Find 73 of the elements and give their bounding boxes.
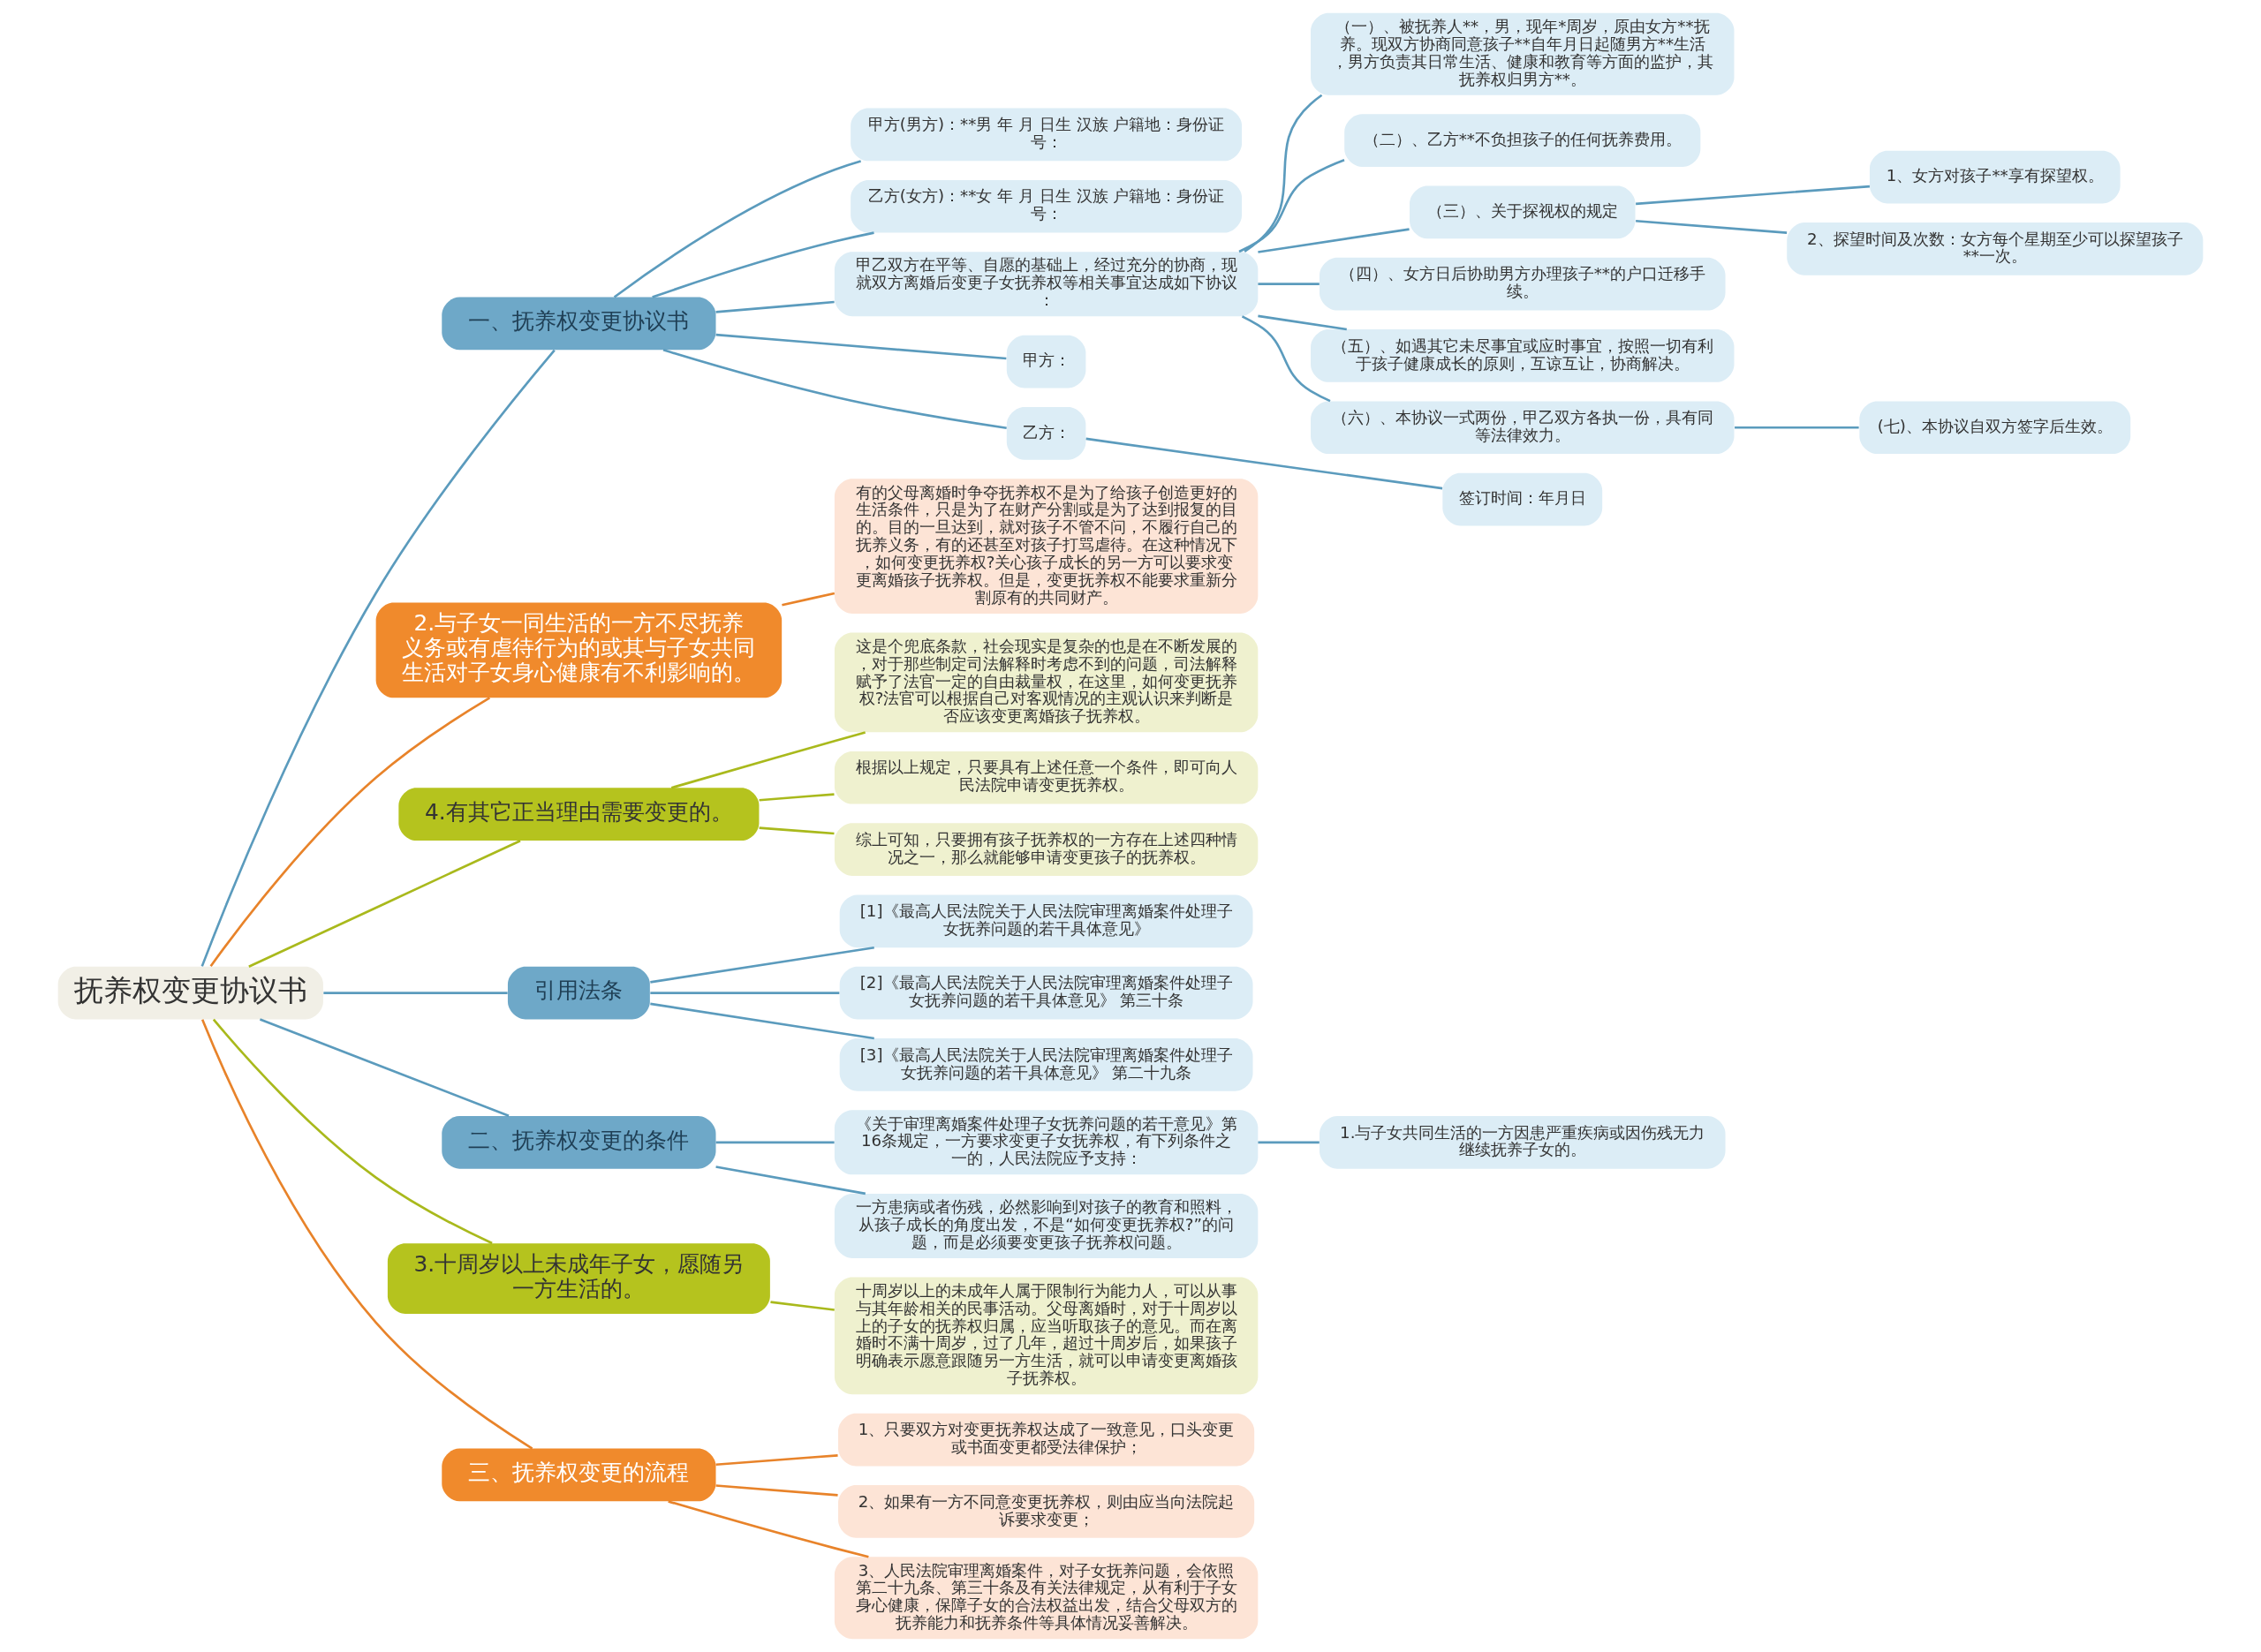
connector bbox=[662, 349, 1007, 430]
node-box: （六）、本协议一式两份，甲乙双方各执一份，具有同等法律效力。 bbox=[1311, 401, 1735, 455]
node-box: 综上可知，只要拥有孩子抚养权的一方存在上述四种情况之一，那么就能够申请变更孩子的抚养权。 bbox=[834, 823, 1259, 876]
connector bbox=[668, 1500, 869, 1558]
connector bbox=[715, 1141, 835, 1144]
node-box: 4.有其它正当理由需要变更的。 bbox=[398, 788, 760, 841]
node-box: （五）、如遇其它未尽事宜或应时事宜，按照一切有利于孩子健康成长的原则，互谅互让，协商解决。 bbox=[1311, 329, 1735, 382]
node-box: 1、女方对孩子**享有探望权。 bbox=[1869, 150, 2121, 204]
connector bbox=[212, 1018, 493, 1245]
node-box: [3]《最高人民法院关于人民法院审理离婚案件处理子女抚养问题的若干具体意见》 第二十九条 bbox=[839, 1038, 1253, 1091]
connector bbox=[715, 1454, 838, 1467]
connector bbox=[759, 793, 835, 802]
connector bbox=[652, 231, 874, 298]
connector bbox=[715, 1165, 866, 1196]
node-box: 2、如果有一方不同意变更抚养权，则由应当向法院起诉要求变更； bbox=[838, 1485, 1255, 1538]
connector bbox=[650, 992, 840, 994]
connector bbox=[715, 333, 1007, 360]
node-box: 有的父母离婚时争夺抚养权不是为了给孩子创造更好的生活条件，只是为了在财产分割或是为了达到报复的目的。目的一旦达到，就对孩子不管不问，不履行自己的抚养义务，有的还甚至对孩子打骂虐待。在这种情况下，如何变更抚养权?关心孩子成长的另一方可以要求变更离婚孩子抚养权。但是，变更抚养权不能要求重新分割原有的共同财产。 bbox=[834, 479, 1259, 614]
connector bbox=[1258, 283, 1320, 285]
node-box: 甲方(男方)：**男 年 月 日生 汉族 户籍地：身份证号： bbox=[851, 108, 1243, 162]
node-box: 十周岁以上的未成年人属于限制行为能力人，可以从事与其年龄相关的民事活动。父母离婚时，对于十周岁以上的子女的抚养权归属，应当听取孩子的意见。而在离婚时不满十周岁，过了几年，超过十周岁后，如果孩子明确表示愿意跟随另一方生活，就可以申请变更离婚孩子抚养权。 bbox=[834, 1277, 1259, 1395]
node-box: 签订时间：年月日 bbox=[1442, 472, 1603, 526]
connector bbox=[1241, 315, 1331, 403]
node-box: [2]《最高人民法院关于人民法院审理离婚案件处理子女抚养问题的若干具体意见》 第三十条 bbox=[839, 966, 1253, 1020]
connector bbox=[782, 592, 836, 607]
connector bbox=[1238, 158, 1345, 253]
node-box: 一、抚养权变更协议书 bbox=[442, 297, 716, 351]
connector bbox=[715, 300, 835, 313]
connector bbox=[1636, 185, 1871, 206]
node-box: （四）、女方日后协助男方办理孩子**的户口迁移手续。 bbox=[1320, 257, 1726, 311]
connector bbox=[670, 731, 866, 789]
node-box: 乙方： bbox=[1006, 407, 1086, 460]
node-box: 根据以上规定，只要具有上述任意一个条件，即可向人民法院申请变更抚养权。 bbox=[834, 751, 1259, 804]
connector bbox=[650, 1002, 874, 1040]
node-box: 一方患病或者伤残，必然影响到对孩子的教育和照料，从孩子成长的角度出发，不是“如何变更抚养权?”的问题，而是必须要变更孩子抚养权问题。 bbox=[834, 1193, 1259, 1258]
node-box: 3.十周岁以上未成年子女，愿随另一方生活的。 bbox=[387, 1243, 770, 1314]
node-box: 乙方(女方)：**女 年 月 日生 汉族 户籍地：身份证号： bbox=[851, 179, 1243, 233]
connector bbox=[1258, 314, 1347, 331]
node-box: 2、探望时间及次数：女方每个星期至少可以探望孩子**一次。 bbox=[1787, 223, 2204, 275]
connector bbox=[1735, 426, 1859, 429]
node-box: 三、抚养权变更的流程 bbox=[442, 1448, 716, 1502]
connector bbox=[248, 840, 521, 968]
node-box: 《关于审理离婚案件处理子女抚养问题的若干意见》第16条规定，一方要求变更子女抚养权，有下列条件之一的，人民法院应予支持： bbox=[834, 1110, 1259, 1175]
node-box: 引用法条 bbox=[507, 966, 650, 1020]
node-box: 抚养权变更协议书 bbox=[57, 966, 323, 1020]
connector bbox=[200, 1019, 533, 1450]
node-box: 1、只要双方对变更抚养权达成了一致意见，口头变更或书面变更都受法律保护； bbox=[838, 1413, 1255, 1467]
node-box: （二）、乙方**不负担孩子的任何抚养费用。 bbox=[1344, 114, 1701, 167]
connector bbox=[1636, 219, 1788, 234]
connector bbox=[200, 349, 556, 967]
node-box: 3、人民法院审理离婚案件，对子女抚养问题，会依照第二十九条、第三十条及有关法律规定，从有利于子女身心健康，保障子女的合法权益出发，结合父母双方的抚养能力和抚养条件等具体情况妥善解决。 bbox=[834, 1557, 1259, 1640]
node-box: （一）、被抚养人**，男，现年*周岁，原由女方**抚养。现双方协商同意孩子**自年月日起随男方**生活，男方负责其日常生活、健康和教育等方面的监护，其抚养权归男方**。 bbox=[1311, 12, 1735, 95]
node-box: [1]《最高人民法院关于人民法院审理离婚案件处理子女抚养问题的若干具体意见》 bbox=[839, 894, 1253, 948]
connector bbox=[1258, 228, 1410, 253]
connector bbox=[613, 160, 861, 298]
node-box: 1.与子女共同生活的一方因患严重疾病或因伤残无力继续抚养子女的。 bbox=[1320, 1116, 1726, 1169]
connector bbox=[259, 1018, 510, 1117]
node-box: 二、抚养权变更的条件 bbox=[442, 1116, 716, 1169]
node-box: 甲方： bbox=[1006, 335, 1086, 388]
connector bbox=[715, 1484, 838, 1497]
connector bbox=[1085, 437, 1443, 490]
connector bbox=[770, 1301, 835, 1311]
node-box: 这是个兜底条款，社会现实是复杂的也是在不断发展的，对于那些制定司法解释时考虑不到的问题，司法解释赋予了法官一定的自由裁量权，在这里，如何变更抚养权?法官可以根据自己对客观情况的主观认识来判断是否应该变更离婚孩子抚养权。 bbox=[834, 632, 1259, 733]
connector bbox=[323, 992, 508, 994]
node-box: （三）、关于探视权的规定 bbox=[1410, 185, 1636, 239]
node-box: 2.与子女一同生活的一方不尽抚养义务或有虐待行为的或其与子女共同生活对子女身心健康有不利影响的。 bbox=[375, 602, 783, 698]
connector bbox=[1244, 94, 1323, 253]
connector bbox=[650, 946, 874, 984]
connector bbox=[759, 826, 835, 835]
connector bbox=[1258, 1141, 1320, 1144]
connector bbox=[209, 697, 491, 968]
node-box: 甲乙双方在平等、自愿的基础上，经过充分的协商，现就双方离婚后变更子女抚养权等相关事宜达成如下协议： bbox=[834, 252, 1259, 317]
node-box: (七)、本协议自双方签字后生效。 bbox=[1859, 401, 2131, 455]
